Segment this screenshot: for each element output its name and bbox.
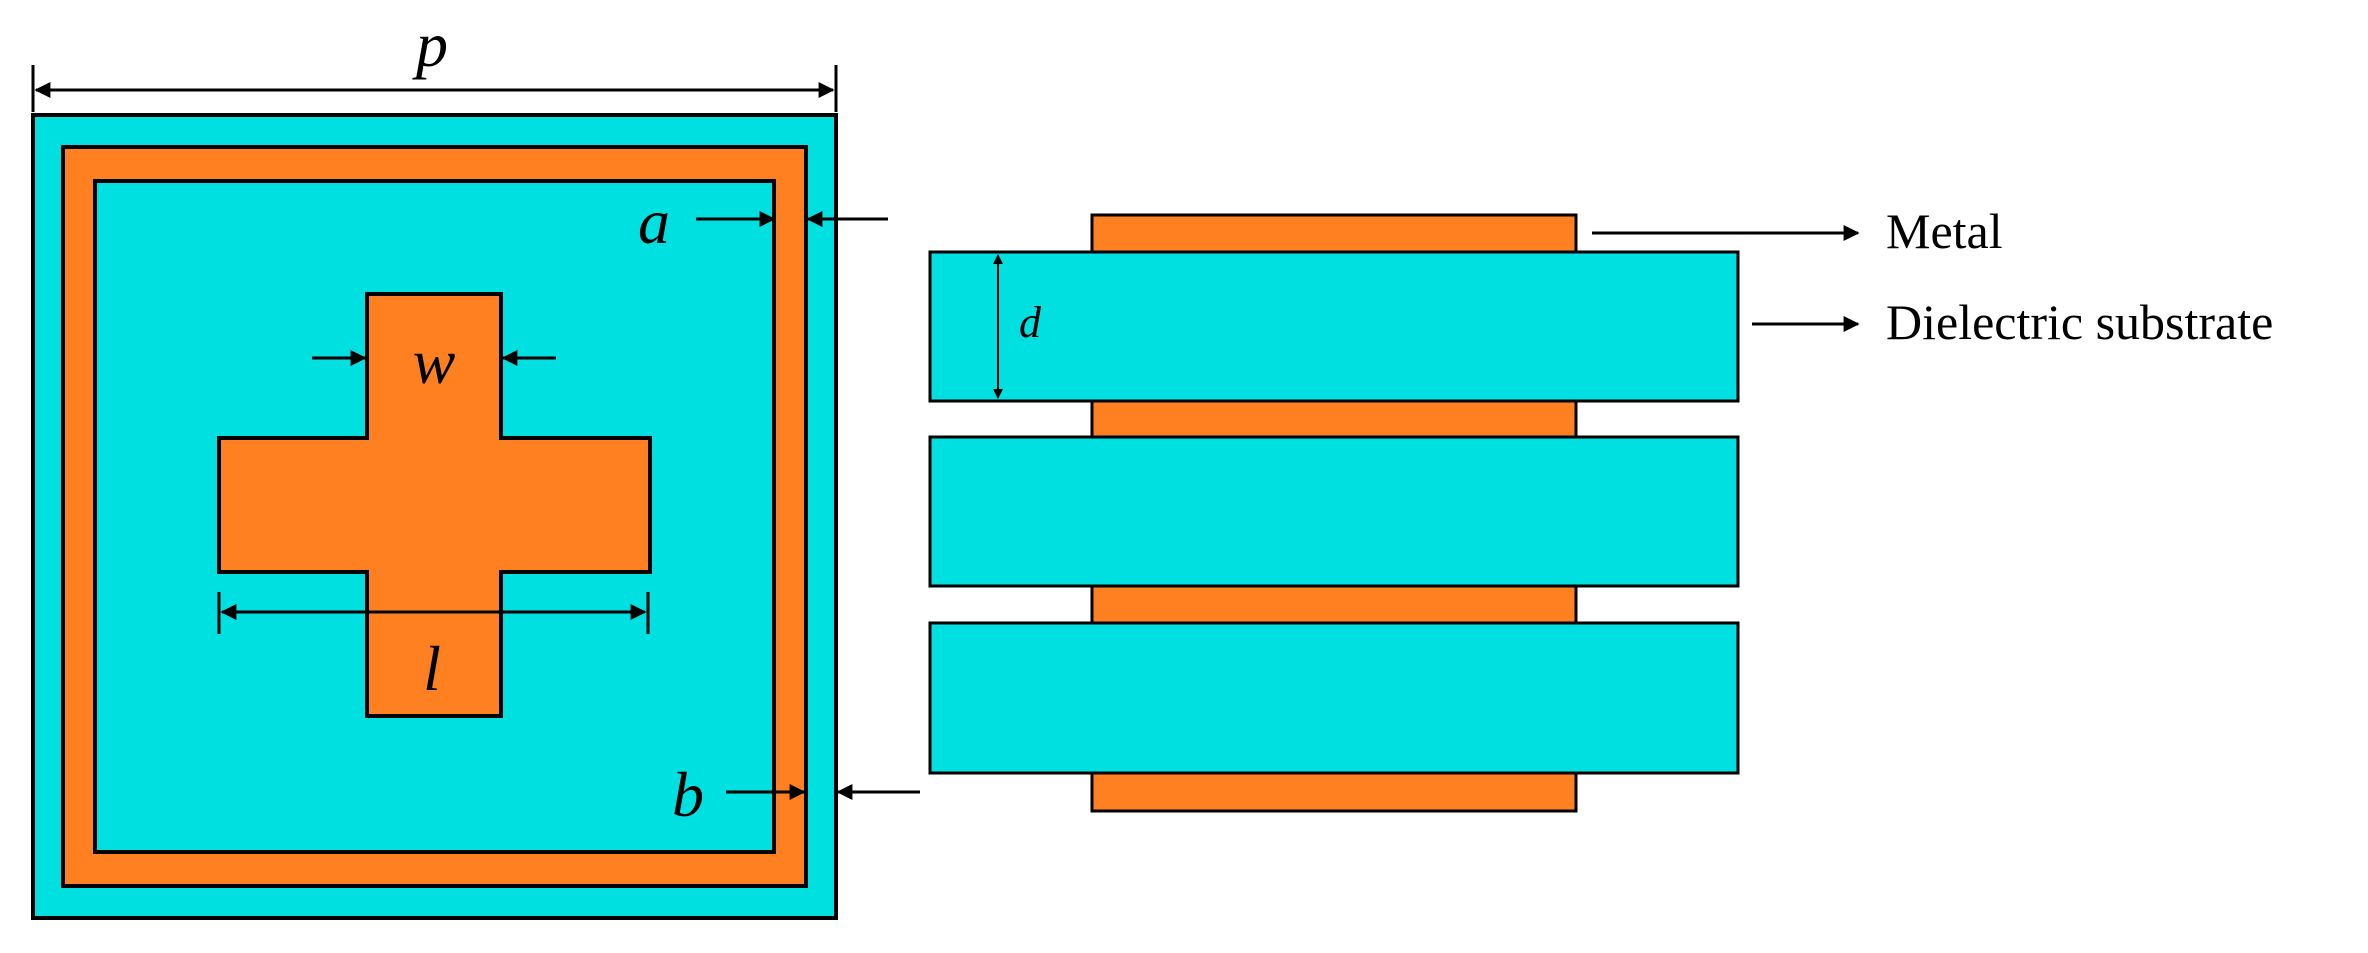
metal-label: Metal <box>1886 203 2003 259</box>
dielectric-callout: Dielectric substrate <box>1752 294 2273 350</box>
dielectric-layer-3 <box>928 621 1740 775</box>
w-label: w <box>413 326 456 397</box>
cross-shaped-patch <box>217 292 652 718</box>
metal-layer-4 <box>1090 771 1578 813</box>
p-label: p <box>412 9 448 80</box>
w-dimension: w <box>312 326 556 397</box>
side-view-stack: d Metal Dielectric substrate <box>928 203 2273 813</box>
l-label: l <box>423 633 441 704</box>
metal-layer-3 <box>1090 584 1578 625</box>
metal-layer-1 <box>1090 213 1578 255</box>
d-dimension: d <box>993 254 1042 399</box>
metal-callout: Metal <box>1592 203 2003 259</box>
dielectric-layer-1 <box>928 250 1740 403</box>
a-dimension: a <box>638 186 888 257</box>
b-dimension: b <box>672 759 920 830</box>
dielectric-layer-2 <box>928 435 1740 588</box>
top-view: p a b w l <box>31 9 920 920</box>
metal-layer-2 <box>1090 399 1578 440</box>
a-label: a <box>638 186 670 257</box>
d-label: d <box>1019 298 1042 347</box>
dielectric-substrate-label: Dielectric substrate <box>1886 294 2273 350</box>
p-dimension: p <box>31 9 838 112</box>
l-dimension: l <box>217 592 650 704</box>
b-label: b <box>672 759 704 830</box>
